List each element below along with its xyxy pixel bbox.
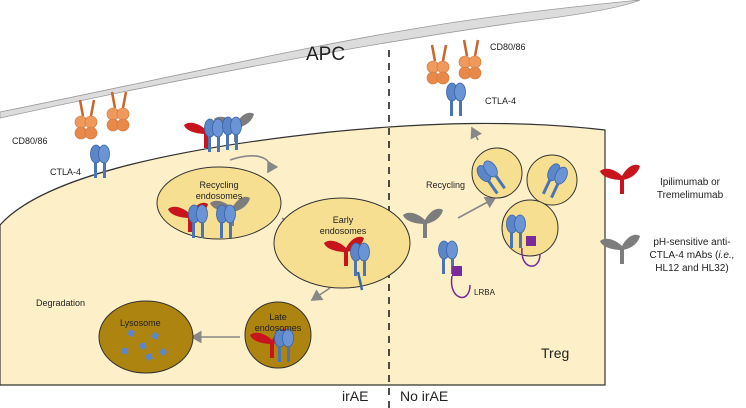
ctla4-right-label: CTLA-4	[485, 96, 517, 106]
ipilimumab-icon	[600, 164, 640, 194]
late-endosomes-line1: Late	[269, 312, 287, 322]
lysosome-label: Lysosome	[120, 318, 161, 328]
legend-ph-line1: pH-sensitive anti-	[653, 237, 731, 248]
recycling-label: Recycling	[426, 180, 466, 190]
lrba-label: LRBA	[474, 288, 495, 297]
legend-ph-line2-italic: i.e.,	[718, 250, 735, 261]
legend-ph-sensitive: pH-sensitive anti- CTLA-4 mAbs (i.e., HL…	[640, 236, 744, 275]
early-endosomes-label: Early endosomes	[313, 215, 373, 237]
early-endosomes-line1: Early	[332, 215, 354, 225]
recycling-endosomes-line2: endosomes	[195, 191, 243, 201]
recycling-vesicle-3	[501, 199, 559, 257]
treg-label: Treg	[541, 345, 570, 361]
legend-ph-line2: CTLA-4 mAbs (i.e.,	[640, 249, 744, 262]
early-endosome	[273, 197, 411, 289]
cd80-left-label: CD80/86	[12, 136, 48, 146]
late-endosomes-line2: endosomes	[254, 323, 302, 333]
legend-ipilimumab-line2: Tremelimumab	[656, 190, 724, 201]
degradation-label: Degradation	[36, 298, 86, 308]
early-endosomes-line2: endosomes	[319, 226, 367, 236]
lysosome	[98, 300, 194, 374]
cd80-right-label: CD80/86	[490, 42, 526, 52]
apc-cell	[0, 0, 640, 110]
recycling-endosomes-line1: Recycling	[199, 180, 239, 190]
ph-sensitive-mab-icon	[600, 234, 640, 264]
legend-ph-line3: HL12 and HL32)	[655, 263, 729, 274]
late-endosomes-label: Late endosomes	[248, 312, 308, 334]
ctla4-left-label: CTLA-4	[50, 167, 82, 177]
legend-ph-line2-a: CTLA-4 mAbs (	[649, 250, 719, 261]
irae-label: irAE	[342, 388, 369, 404]
legend-ipilimumab: Ipilimumab or Tremelimumab	[640, 176, 740, 202]
legend-ipilimumab-line1: Ipilimumab or	[659, 177, 721, 188]
recycling-endosomes-label: Recycling endosomes	[189, 180, 249, 202]
no-irae-label: No irAE	[400, 388, 449, 404]
apc-label: APC	[306, 44, 346, 65]
